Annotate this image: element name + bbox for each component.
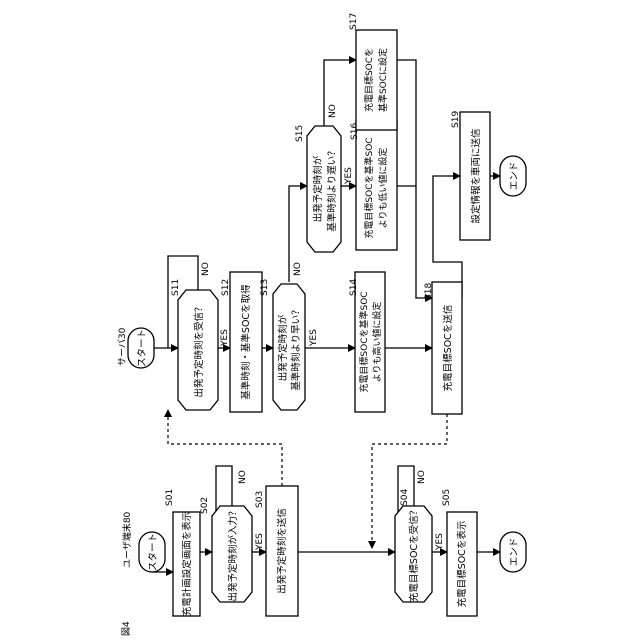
s04-no-label: NO	[417, 470, 427, 484]
user-start-label: スタート	[148, 533, 159, 571]
s02-text: 出発予定時刻が入力？	[227, 506, 239, 601]
s15-text-line1: 出発予定時刻が	[312, 155, 324, 222]
server-title: サーバ30	[117, 327, 128, 366]
s18-text: 充電目標SOCを送信	[442, 305, 454, 392]
server-end-label: エンド	[509, 162, 520, 191]
s03-step-label: S03	[255, 491, 265, 508]
s14-text-line1: 充電目標SOCを基準SOC	[358, 291, 370, 392]
s17-text-line1: 充電目標SOCを	[363, 48, 375, 112]
s01-text: 充電計画設定画面を表示	[181, 512, 193, 617]
s04-text: 充電目標SOCを受信？	[408, 506, 420, 602]
s16-box	[356, 120, 397, 250]
s01-step-label: S01	[165, 489, 175, 506]
s17-step-label: S17	[349, 13, 359, 30]
s05-step-label: S05	[442, 489, 452, 506]
s17-box	[356, 30, 397, 130]
s17-text-line2: 基準SOCに設定	[377, 48, 389, 112]
s19-step-label: S19	[451, 111, 461, 128]
s04-step-label: S04	[400, 489, 410, 506]
s16-text-line2: よりも低い値に設定	[377, 148, 389, 229]
s17-to-s18	[397, 60, 416, 282]
s13-yes-label: YES	[309, 329, 319, 347]
s13-text-line2: 基準時刻より早い？	[290, 305, 302, 390]
s05-text: 充電目標SOCを表示	[456, 521, 468, 608]
s02-no-label: NO	[238, 470, 248, 484]
s11-no-label: NO	[201, 262, 211, 276]
figure-label: 図4	[121, 621, 132, 636]
s19-text: 設定情報を車両に送信	[470, 128, 482, 223]
s03-text: 出発予定時刻を送信	[276, 508, 288, 594]
server-start-label: スタート	[137, 329, 148, 367]
user-end-label: エンド	[509, 538, 520, 567]
s14-text-line2: よりも高い値に設定	[371, 302, 383, 383]
s13-step-label: S13	[260, 279, 270, 296]
s11-yes-label: YES	[220, 329, 230, 347]
s02-step-label: S02	[200, 497, 210, 514]
s12-text: 基準時刻・基準SOCを取得	[240, 284, 252, 400]
s13-text-line1: 出発予定時刻が	[277, 314, 289, 381]
s14-step-label: S14	[349, 279, 359, 296]
s15-step-label: S15	[295, 125, 305, 142]
s15-text-line2: 基準時刻より遅い？	[326, 146, 338, 231]
s15-yes-label: YES	[344, 167, 354, 185]
s12-step-label: S12	[221, 279, 231, 296]
s16-text-line1: 充電目標SOCを基準SOC	[363, 137, 375, 238]
user-terminal-title: ユーザ端末80	[121, 511, 133, 568]
s02-yes-label: YES	[255, 533, 265, 551]
s11-step-label: S11	[171, 279, 181, 296]
s15-no-label: NO	[328, 104, 338, 118]
dashed-send-departure-time	[168, 410, 282, 486]
flow-arrow-to-s19	[433, 176, 462, 298]
s18-step-label: S18	[424, 283, 434, 300]
s04-yes-label: YES	[435, 533, 445, 551]
s13-no-label: NO	[293, 262, 303, 276]
s11-text: 出発予定時刻を受信？	[193, 302, 205, 397]
